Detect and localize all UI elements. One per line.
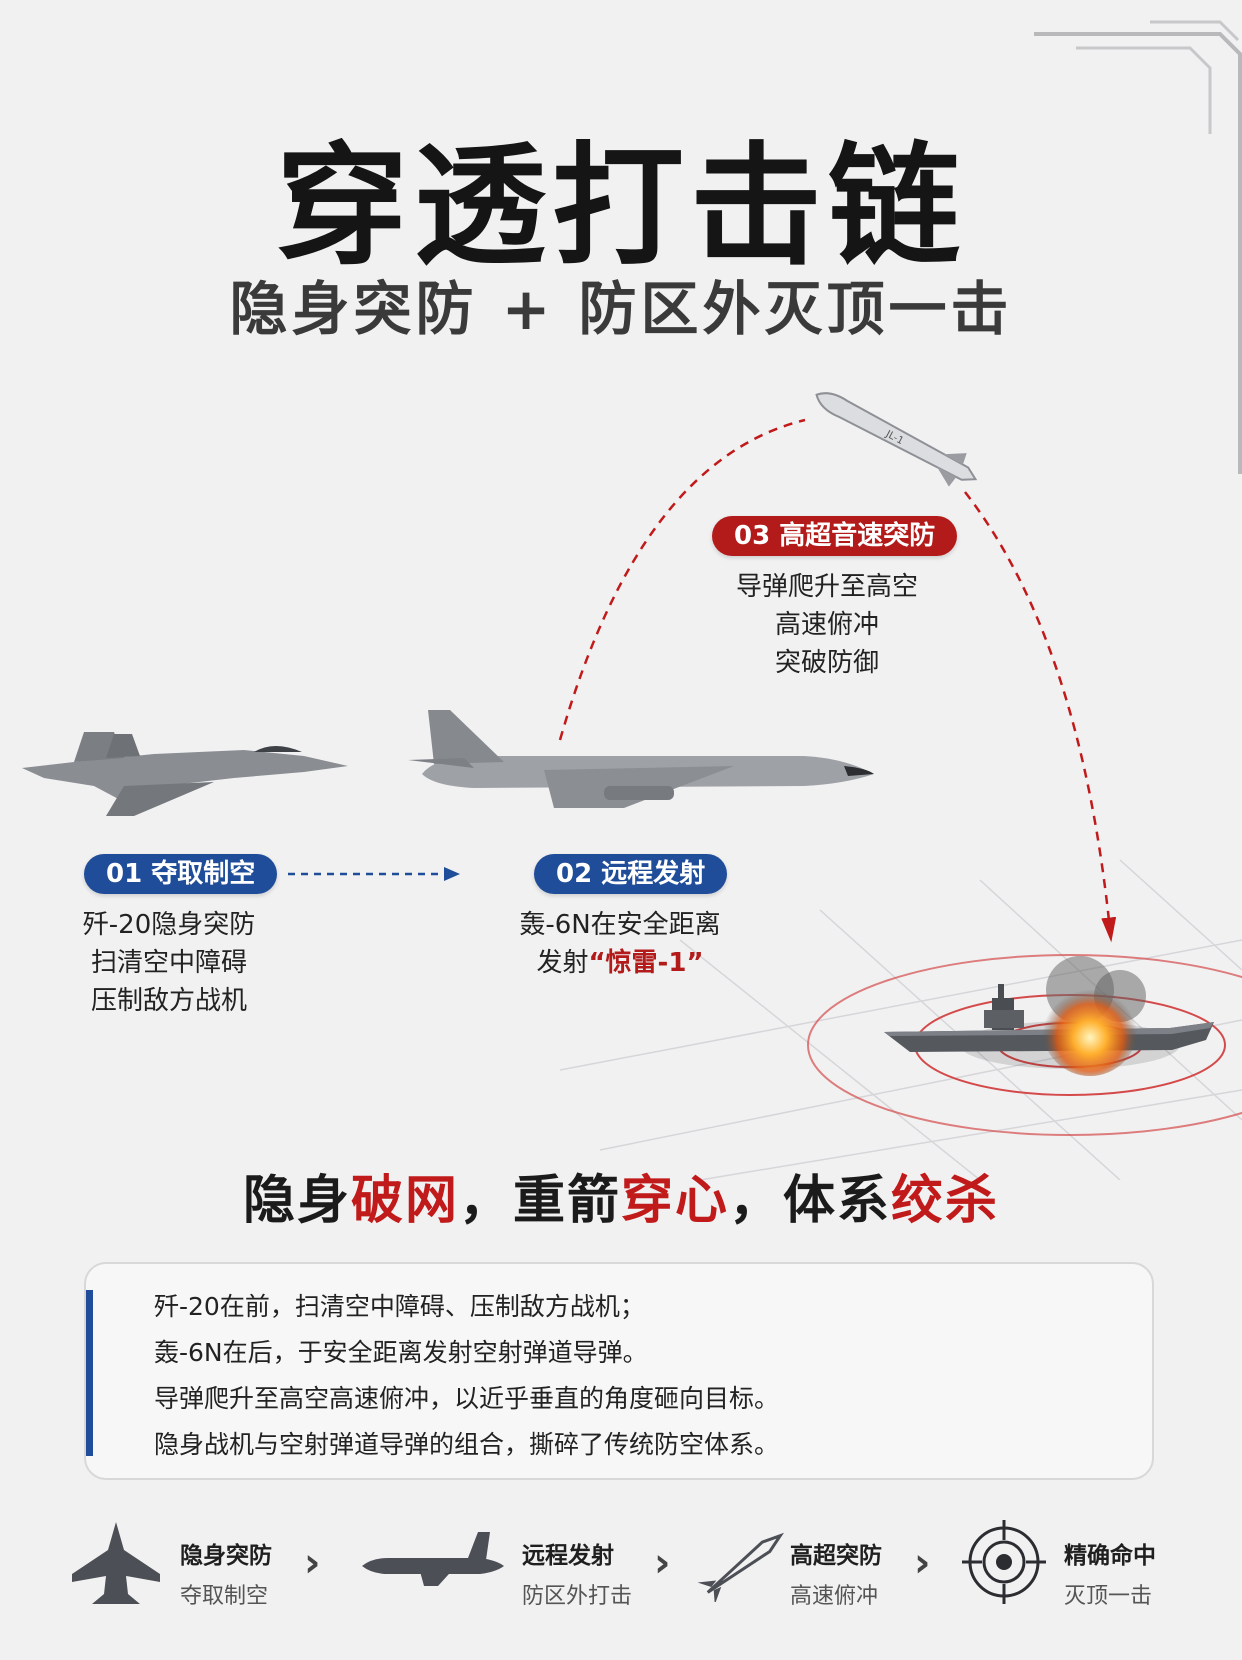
- chevron-right-icon: ›: [304, 1540, 321, 1586]
- stealth-fighter-icon: [22, 732, 348, 816]
- crosshair-target-icon: [962, 1520, 1046, 1604]
- page-title: 穿透打击链: [276, 130, 966, 284]
- summary-accent-bar: [86, 1290, 93, 1456]
- summary-line: 歼-20在前，扫清空中障碍、压制敌方战机；: [154, 1292, 645, 1321]
- stage-03-description: 导弹爬升至高空 高速俯冲 突破防御: [735, 572, 918, 678]
- step-2: 远程发射 防区外打击: [522, 1543, 633, 1609]
- step-4: 精确命中 灭顶一击: [1064, 1543, 1156, 1609]
- page-subtitle: 隐身突防 + 防区外灭顶一击: [229, 275, 1013, 343]
- missile-icon: [697, 1532, 784, 1602]
- explosion-icon: [1042, 956, 1146, 1076]
- corner-frame-decoration: [1034, 20, 1242, 474]
- chevron-right-icon: ›: [914, 1540, 931, 1586]
- chevron-right-icon: ›: [654, 1540, 671, 1586]
- summary-line: 轰-6N在后，于安全距离发射空射弹道导弹。: [154, 1338, 648, 1367]
- stage-02-label: 02 远程发射: [534, 854, 728, 894]
- slogan: 隐身破网，重箭穿心，体系绞杀: [242, 1171, 1000, 1231]
- step-3: 高超突防 高速俯冲: [790, 1543, 882, 1609]
- stage-02-description: 轰-6N在安全距离 发射“惊雷-1”: [519, 910, 721, 978]
- stealth-fighter-icon: [72, 1522, 160, 1604]
- missile-trajectory: [558, 418, 1117, 943]
- stage-arrow-01-to-02: [288, 867, 460, 881]
- stage-03-label: 03 高超音速突防: [712, 516, 958, 556]
- missile-name-highlight: “惊雷-1”: [588, 948, 704, 978]
- stage-01-label: 01 夺取制空: [84, 854, 278, 894]
- bomber-icon: [408, 710, 874, 808]
- summary-line: 隐身战机与空射弹道导弹的组合，撕碎了传统防空体系。: [154, 1430, 780, 1459]
- step-1: 隐身突防 夺取制空: [180, 1543, 272, 1609]
- stage-01-description: 歼-20隐身突防 扫清空中障碍 压制敌方战机: [82, 910, 256, 1016]
- missile-icon: JL-1: [815, 392, 978, 487]
- summary-box: 歼-20在前，扫清空中障碍、压制敌方战机； 轰-6N在后，于安全距离发射空射弹道…: [84, 1262, 1154, 1480]
- bomber-icon: [362, 1532, 504, 1586]
- summary-line: 导弹爬升至高空高速俯冲，以近乎垂直的角度砸向目标。: [154, 1384, 780, 1413]
